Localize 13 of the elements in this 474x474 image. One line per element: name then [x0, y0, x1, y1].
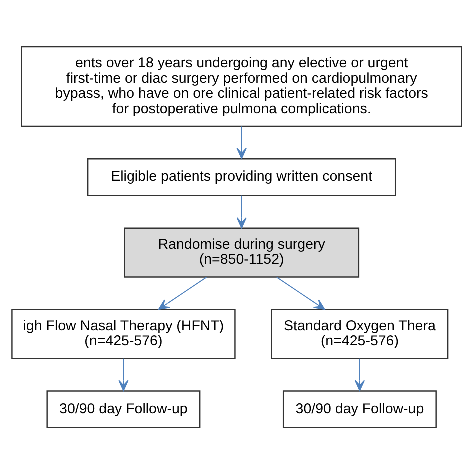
arrow [354, 358, 366, 391]
arrow [158, 276, 207, 310]
node-box: Randomise during surgery (n=850-1152) [124, 227, 360, 278]
node-box: igh Flow Nasal Therapy (HFNT) (n=425-576) [12, 308, 236, 359]
arrow [236, 195, 247, 228]
arrow [236, 126, 247, 159]
node-box: ents over 18 years undergoing any elective or urgent first-time or diac surgery performed on cardiopulmonary bypass, who have on ore clinical patient-related risk factors for postoperative pulmona complications. [21, 46, 462, 127]
node-box: Standard Oxygen Thera (n=425-576) [271, 308, 449, 359]
node-box: 30/90 day Follow-up [46, 390, 201, 428]
node-box: 30/90 day Follow-up [282, 390, 437, 428]
arrow [118, 358, 129, 391]
arrow [276, 276, 326, 310]
node-box: Eligible patients providing written consent [87, 158, 396, 196]
